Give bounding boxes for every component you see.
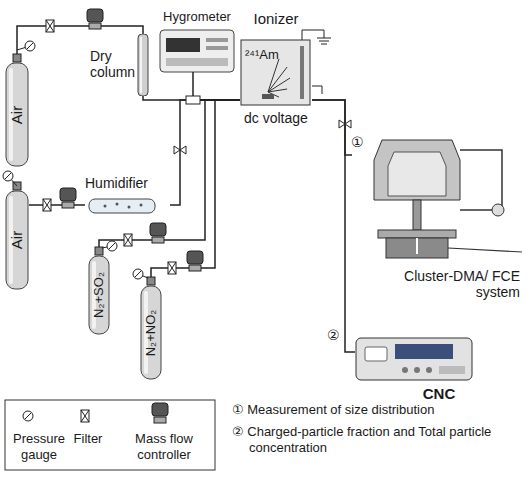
node-text: N₂+SO₂ xyxy=(92,272,107,318)
mass-flow-controller-symbol xyxy=(187,251,203,271)
ionizer: Ionizer ²⁴¹Am xyxy=(240,10,312,107)
legend-text: Filter xyxy=(64,431,112,447)
pressure-gauge-symbol xyxy=(102,241,117,251)
cnc-outline xyxy=(355,335,480,410)
humidifier: Humidifier xyxy=(85,175,170,215)
dry-column: Dry column xyxy=(90,34,150,96)
cluster-dma-fce: Cluster-DMA/ FCE system xyxy=(352,130,530,310)
filter-symbol xyxy=(43,199,51,211)
node-text: N₂+NO₂ xyxy=(144,309,159,356)
gas-cylinder: N₂+SO₂ xyxy=(88,255,110,335)
gas-cylinder: Air xyxy=(5,190,29,290)
cnc: CNC xyxy=(355,335,480,410)
node-text: CNC xyxy=(405,385,473,402)
filter-symbol xyxy=(124,234,132,246)
node-text: ²⁴¹Am xyxy=(245,48,295,63)
regulator xyxy=(13,54,21,62)
mass-flow-controller-symbol xyxy=(87,9,103,29)
node-text: Air xyxy=(8,231,25,249)
node-text: Cluster-DMA/ FCE system xyxy=(404,268,520,300)
note-text: ② Charged-particle fraction and Total pa… xyxy=(232,424,527,455)
callout-number: ② xyxy=(326,328,341,343)
mass-flow-controller-symbol xyxy=(60,188,76,208)
regulator xyxy=(147,277,155,285)
node-text: Air xyxy=(8,105,25,123)
node-text: Dry column xyxy=(90,48,137,80)
filter-symbol xyxy=(46,20,54,32)
hygrometer: Hygrometer xyxy=(158,8,236,90)
gas-cylinder: Air xyxy=(5,62,29,167)
filter-symbol xyxy=(81,410,89,422)
tee-fitting xyxy=(186,96,200,104)
gas-line xyxy=(17,26,143,62)
node-text: Ionizer xyxy=(240,10,312,27)
legend-text: Mass flow controller xyxy=(116,431,212,462)
node-text: Humidifier xyxy=(85,175,170,191)
gas-line xyxy=(151,100,240,285)
gas-line xyxy=(29,204,85,206)
callout-number: ① xyxy=(350,135,365,150)
voltage-label: dc voltage xyxy=(244,110,324,127)
legend-box xyxy=(5,400,215,470)
regulator xyxy=(95,247,103,255)
pressure-gauge-symbol xyxy=(133,269,148,279)
pressure-gauge-symbol xyxy=(17,41,35,51)
mass-flow-controller-symbol xyxy=(150,223,166,243)
node-text: Hygrometer xyxy=(158,10,236,25)
filter-symbol xyxy=(168,262,176,274)
note-text: ① Measurement of size distribution xyxy=(232,402,527,418)
mass-flow-controller-symbol xyxy=(152,403,168,423)
gas-line xyxy=(312,100,355,352)
gas-cylinder: N₂+NO₂ xyxy=(140,285,162,380)
pressure-gauge-symbol xyxy=(23,411,33,421)
pressure-gauge-symbol xyxy=(3,171,17,186)
legend-text: Pressure gauge xyxy=(8,431,70,462)
gas-line xyxy=(312,100,352,155)
